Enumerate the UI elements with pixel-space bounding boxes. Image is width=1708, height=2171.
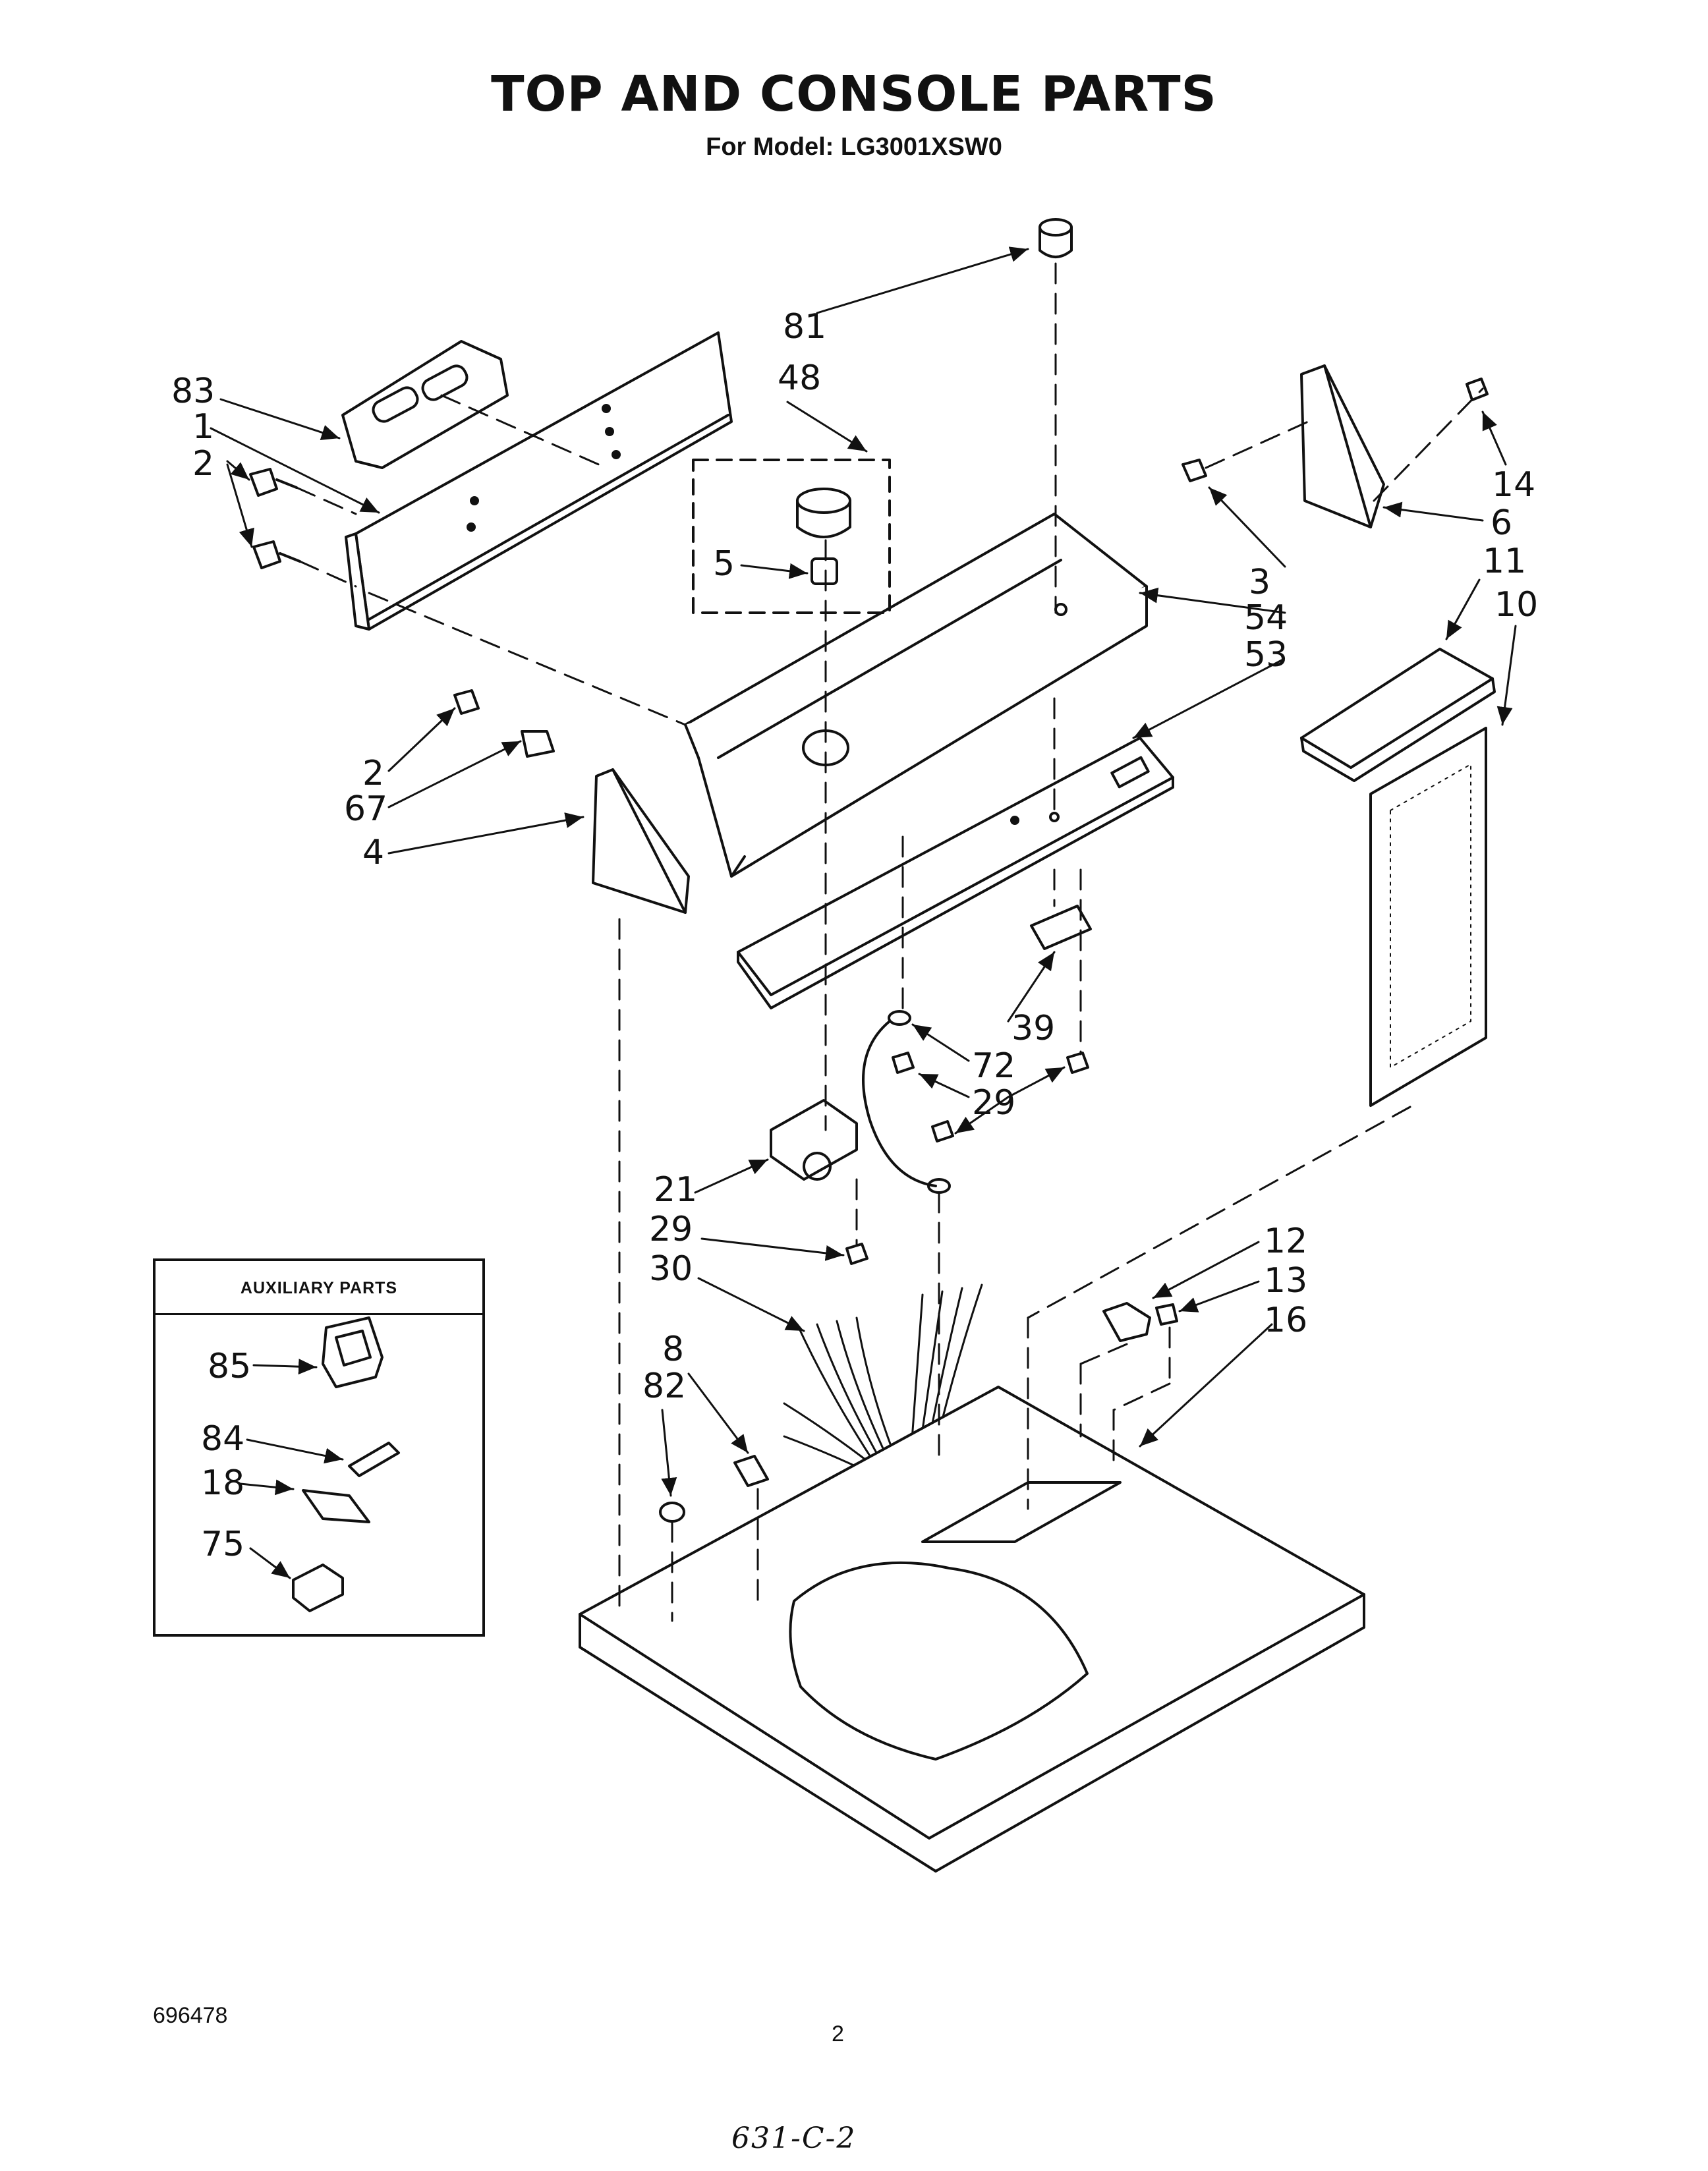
callout-4: 4 [362,833,385,872]
callout-48: 48 [778,358,822,398]
handwritten-note: 631-C-2 [731,2122,857,2155]
callout-72: 72 [972,1046,1016,1086]
callout-3: 3 [1249,563,1271,602]
document-number: 696478 [153,2003,228,2028]
timer-part-21 [770,1099,858,1181]
callout-83: 83 [171,372,215,411]
screw-part-2-upper [249,468,298,497]
clip-part-67 [521,730,555,758]
lint-screen-part-10 [1369,727,1487,1107]
callout-10: 10 [1494,585,1539,625]
callout-13: 13 [1264,1261,1308,1301]
aux-part-84-icon [348,1442,400,1477]
console-part-54 [684,513,1148,878]
lint-cover-part-11 [1300,648,1496,782]
callout-29-upper: 29 [972,1083,1016,1123]
switch-part-39 [1030,905,1092,950]
screw-part-29-center [931,1120,954,1142]
callout-6: 6 [1491,503,1513,543]
screw-part-2-lower [252,540,301,569]
screw-part-2-side [453,689,480,715]
callout-85: 85 [208,1347,252,1386]
callout-18: 18 [201,1463,245,1503]
aux-part-75-icon [292,1564,344,1612]
callout-67: 67 [344,789,388,829]
leader-lines [210,246,1517,1579]
callout-29-lower: 29 [649,1210,693,1249]
auxiliary-parts-title: AUXILIARY PARTS [156,1261,482,1315]
callout-16: 16 [1264,1301,1308,1340]
callout-21: 21 [654,1170,698,1210]
model-subtitle: For Model: LG3001XSW0 [706,133,1002,161]
knob-part-81 [1039,218,1073,258]
callout-14: 14 [1492,465,1536,505]
screw-part-14 [1466,378,1489,401]
callout-75: 75 [201,1525,245,1564]
callout-30: 30 [649,1249,693,1289]
end-cap-part-4 [592,768,690,914]
aux-part-18-icon [302,1489,370,1523]
bumper-part-82 [659,1502,685,1523]
bracket-part-12 [1102,1302,1151,1342]
screw-part-3 [1181,459,1207,482]
rear-panel-part-1 [345,331,733,631]
screw-part-29-lower [845,1243,868,1265]
knob-assembly-box-48 [692,459,891,614]
auxiliary-parts-box: AUXILIARY PARTS [153,1258,485,1637]
callout-54: 54 [1244,598,1288,638]
callout-1: 1 [192,407,215,447]
callout-12: 12 [1264,1222,1308,1261]
callout-11: 11 [1483,542,1527,581]
page-number: 2 [832,2021,844,2046]
callout-2-side: 2 [362,754,385,793]
top-panel [579,1386,1365,1873]
bracket-part-53 [737,737,1174,1009]
page-title: TOP AND CONSOLE PARTS [491,66,1217,123]
clip-part-5 [811,557,838,585]
callout-53: 53 [1244,635,1288,675]
knob-part-48 [796,488,851,538]
callout-39: 39 [1011,1009,1056,1048]
bracket-part-83 [341,340,509,469]
assembly-lines [295,262,1484,1622]
ground-wire-part-72 [862,1010,951,1194]
end-cap-part-6 [1300,364,1385,528]
callout-84: 84 [201,1419,245,1459]
callout-5: 5 [713,544,735,584]
aux-part-85-icon [322,1316,384,1388]
screw-part-29-left [892,1052,915,1074]
callout-2-left: 2 [192,444,215,484]
screw-part-13 [1155,1303,1178,1326]
screw-part-29-right [1066,1052,1089,1074]
callout-8: 8 [662,1330,685,1369]
callout-82: 82 [642,1367,687,1406]
strain-relief-part-8 [733,1455,769,1487]
callout-81: 81 [783,307,827,347]
